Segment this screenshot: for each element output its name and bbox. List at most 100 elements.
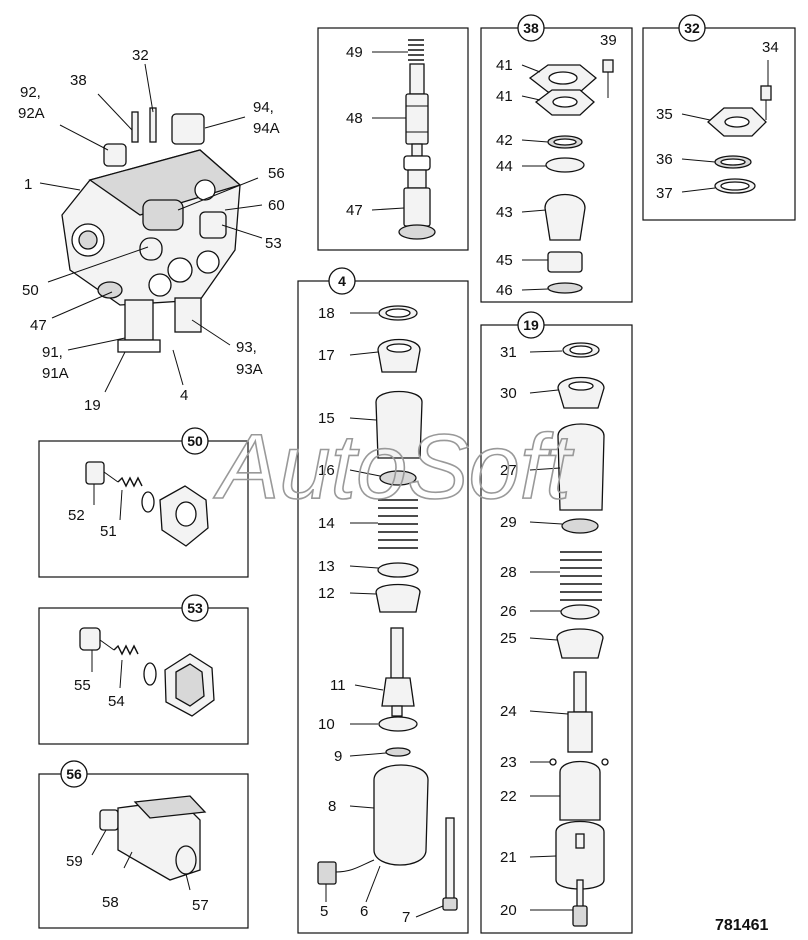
group-32-parts: [707, 85, 772, 194]
label-34: 34: [762, 39, 779, 56]
label-36: 36: [656, 151, 673, 168]
group-badge-56: 56: [60, 760, 88, 788]
label-29: 29: [500, 514, 517, 531]
label-15: 15: [318, 410, 335, 427]
label-25: 25: [500, 630, 517, 647]
label-18: 18: [318, 305, 335, 322]
label-27: 27: [500, 462, 517, 479]
group-badge-19-text: 19: [523, 317, 539, 333]
frame-group-50: [38, 440, 249, 578]
label-50: 50: [22, 282, 39, 299]
frame-group-4: [297, 280, 469, 934]
label-11: 11: [330, 677, 346, 694]
label-28: 28: [500, 564, 517, 581]
frame-group-38: [480, 27, 633, 303]
label-51: 51: [100, 523, 117, 540]
label-32: 32: [132, 47, 149, 64]
label-57: 57: [192, 897, 209, 914]
label-26: 26: [500, 603, 517, 620]
watermark: AutoSoft: [213, 416, 574, 518]
group-badge-38: 38: [517, 14, 545, 42]
label-54: 54: [108, 693, 125, 710]
label-5: 5: [320, 903, 328, 920]
group-badge-53-text: 53: [187, 600, 203, 616]
group-badge-4-text: 4: [338, 273, 346, 289]
group-badge-50: 50: [181, 427, 209, 455]
label-31: 31: [500, 344, 517, 361]
label-19: 19: [84, 397, 101, 414]
label-60: 60: [268, 197, 285, 214]
label-22: 22: [500, 788, 517, 805]
group-53-parts: [79, 627, 215, 717]
group-badge-38-text: 38: [523, 20, 539, 36]
reference-number: 781461: [715, 917, 768, 934]
label-47b: 47: [346, 202, 363, 219]
label-10: 10: [318, 716, 335, 733]
label-12: 12: [318, 585, 335, 602]
label-53: 53: [265, 235, 282, 252]
label-55: 55: [74, 677, 91, 694]
label-39: 39: [600, 32, 617, 49]
label-52: 52: [68, 507, 85, 524]
label-93: 93,: [236, 339, 257, 356]
label-94A: 94A: [253, 120, 280, 137]
frame-group-32: [642, 27, 796, 221]
spool-assembly-49: [398, 39, 436, 240]
label-43: 43: [496, 204, 513, 221]
label-14: 14: [318, 515, 335, 532]
label-7: 7: [402, 909, 410, 926]
label-17: 17: [318, 347, 335, 364]
label-9: 9: [334, 748, 342, 765]
label-58: 58: [102, 894, 119, 911]
label-59: 59: [66, 853, 83, 870]
group-badge-19: 19: [517, 311, 545, 339]
label-1: 1: [24, 176, 32, 193]
label-8: 8: [328, 798, 336, 815]
label-41a: 41: [496, 57, 513, 74]
label-94: 94,: [253, 99, 274, 116]
label-48: 48: [346, 110, 363, 127]
frame-group-19: [480, 324, 633, 934]
label-35: 35: [656, 106, 673, 123]
label-42: 42: [496, 132, 513, 149]
label-6: 6: [360, 903, 368, 920]
frame-seal-kit-49: [317, 27, 469, 251]
label-4: 4: [180, 387, 188, 404]
label-38: 38: [70, 72, 87, 89]
label-92: 92,: [20, 84, 41, 101]
group-badge-4: 4: [328, 267, 356, 295]
label-21: 21: [500, 849, 517, 866]
group-19-parts: [549, 342, 609, 927]
label-92A: 92A: [18, 105, 45, 122]
group-4-parts: [317, 305, 458, 911]
label-16: 16: [318, 462, 335, 479]
label-23: 23: [500, 754, 517, 771]
label-44: 44: [496, 158, 513, 175]
label-20: 20: [500, 902, 517, 919]
label-24: 24: [500, 703, 517, 720]
group-badge-56-text: 56: [66, 766, 82, 782]
label-47: 47: [30, 317, 47, 334]
group-50-parts: [85, 461, 209, 547]
group-38-parts: [528, 59, 614, 294]
label-46: 46: [496, 282, 513, 299]
label-13: 13: [318, 558, 335, 575]
group-badge-32-text: 32: [684, 20, 700, 36]
label-91A: 91A: [42, 365, 69, 382]
frame-group-53: [38, 607, 249, 745]
label-37: 37: [656, 185, 673, 202]
control-valve-body: [61, 107, 242, 353]
label-30: 30: [500, 385, 517, 402]
group-badge-32: 32: [678, 14, 706, 42]
group-badge-50-text: 50: [187, 433, 203, 449]
label-91: 91,: [42, 344, 63, 361]
label-49: 49: [346, 44, 363, 61]
valve-leader-lines: [39, 63, 263, 393]
label-45: 45: [496, 252, 513, 269]
label-56: 56: [268, 165, 285, 182]
frame-group-56: [38, 773, 249, 929]
group-badge-53: 53: [181, 594, 209, 622]
group-56-parts: [99, 795, 207, 881]
label-41b: 41: [496, 88, 513, 105]
